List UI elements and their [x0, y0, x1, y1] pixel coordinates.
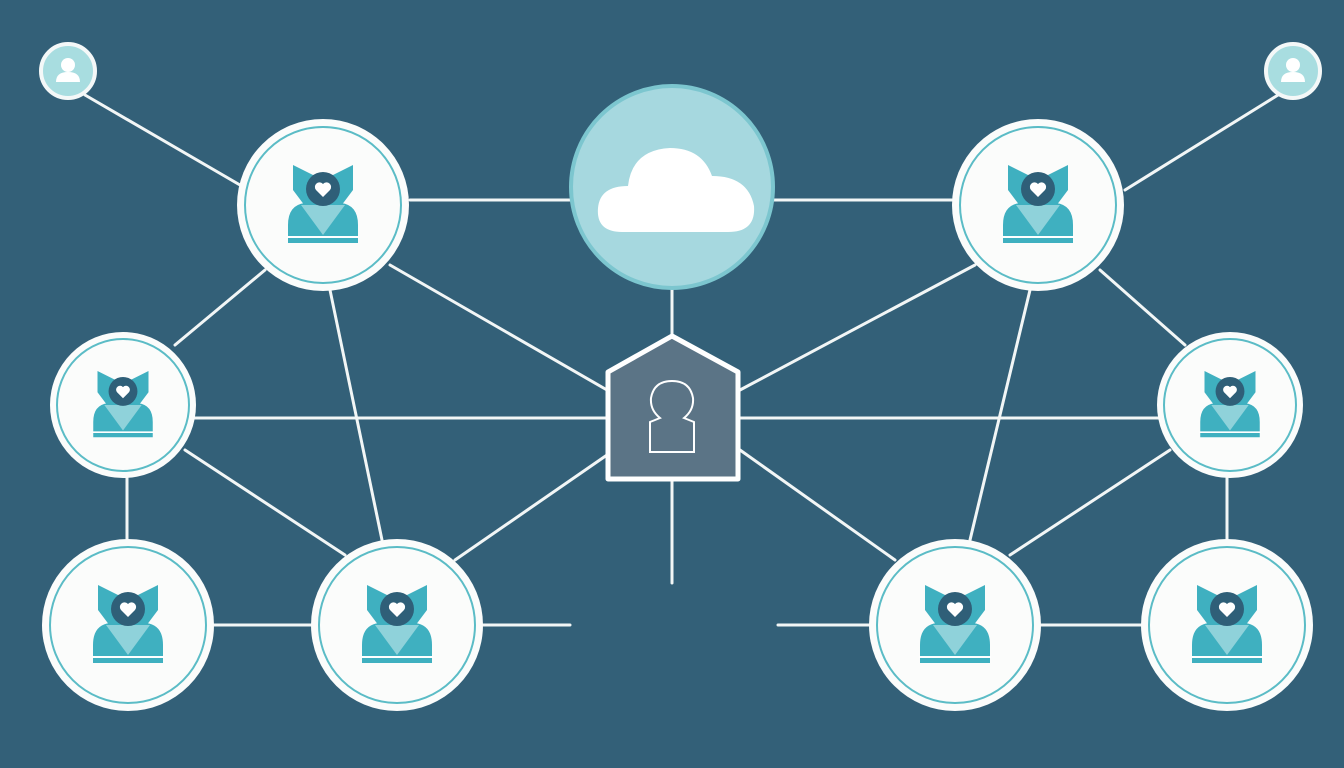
user-icon	[1281, 58, 1305, 82]
user-node[interactable]	[1141, 539, 1313, 711]
cloud-node[interactable]	[569, 84, 775, 290]
user-node[interactable]	[952, 119, 1124, 291]
user-node[interactable]	[42, 539, 214, 711]
endpoint-top-left[interactable]	[39, 42, 97, 100]
user-node[interactable]	[311, 539, 483, 711]
endpoint-top-right[interactable]	[1264, 42, 1322, 100]
user-node[interactable]	[237, 119, 409, 291]
user-node[interactable]	[1157, 332, 1303, 478]
hub-secure-home[interactable]	[605, 333, 741, 482]
user-icon	[56, 58, 80, 82]
cloud-icon	[597, 148, 755, 232]
user-node[interactable]	[869, 539, 1041, 711]
links	[83, 93, 1280, 627]
keyhole-person-icon	[649, 379, 695, 453]
user-node[interactable]	[50, 332, 196, 478]
user-nodes	[42, 119, 1313, 711]
